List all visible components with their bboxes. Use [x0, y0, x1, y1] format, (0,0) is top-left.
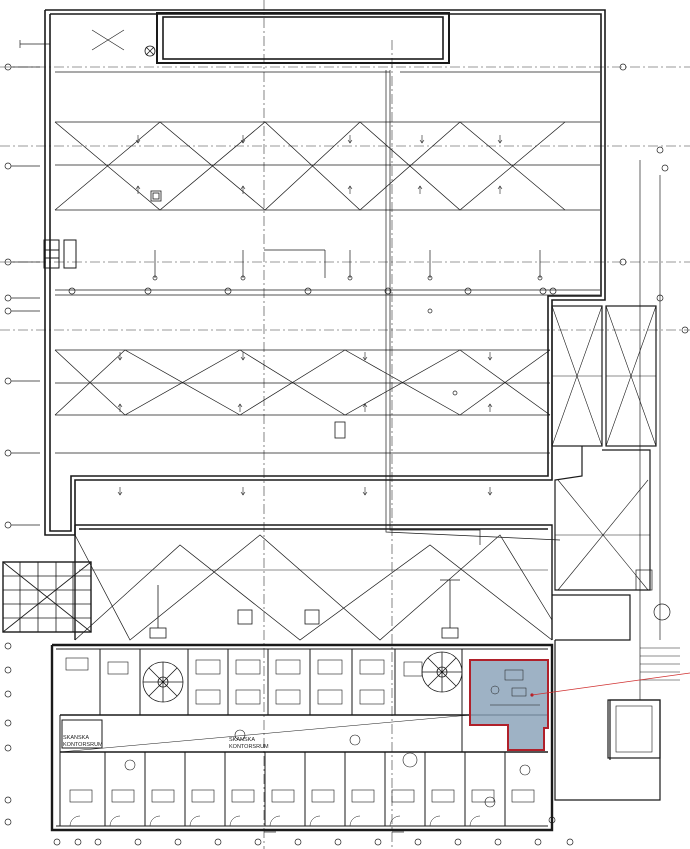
office-walls	[50, 643, 554, 832]
door-swings	[59, 714, 481, 827]
left-vent	[43, 239, 77, 269]
spiral-stairs	[142, 651, 463, 703]
furniture	[65, 657, 535, 808]
room-label-office-2: KONTORSRUM	[229, 744, 269, 750]
room-label-company-2: SKANSKA	[229, 737, 255, 743]
roof-outline	[44, 9, 606, 536]
roof-slopes-upper	[54, 71, 600, 211]
grid-bubbles-bottom	[53, 816, 574, 846]
leader-line	[531, 672, 690, 696]
grid-bubbles-right	[619, 63, 689, 700]
right-shafts	[551, 305, 657, 591]
skylight-grid	[2, 561, 92, 633]
roof-drain-rows	[55, 275, 600, 396]
flow-arrows	[117, 135, 503, 496]
grid-bubbles-left	[4, 40, 50, 826]
roof-equipment	[91, 29, 346, 439]
office-interior	[56, 648, 548, 827]
roof-lower-band	[74, 524, 553, 641]
drain-pipes	[154, 70, 561, 545]
columns-top	[149, 579, 460, 639]
roof-slopes-middle	[54, 349, 551, 454]
highlighted-room	[469, 659, 549, 751]
right-annex	[552, 569, 680, 801]
room-label-office-1: KONTORSRUM	[63, 742, 103, 748]
room-label-company-1: SKANSKA	[63, 735, 89, 741]
